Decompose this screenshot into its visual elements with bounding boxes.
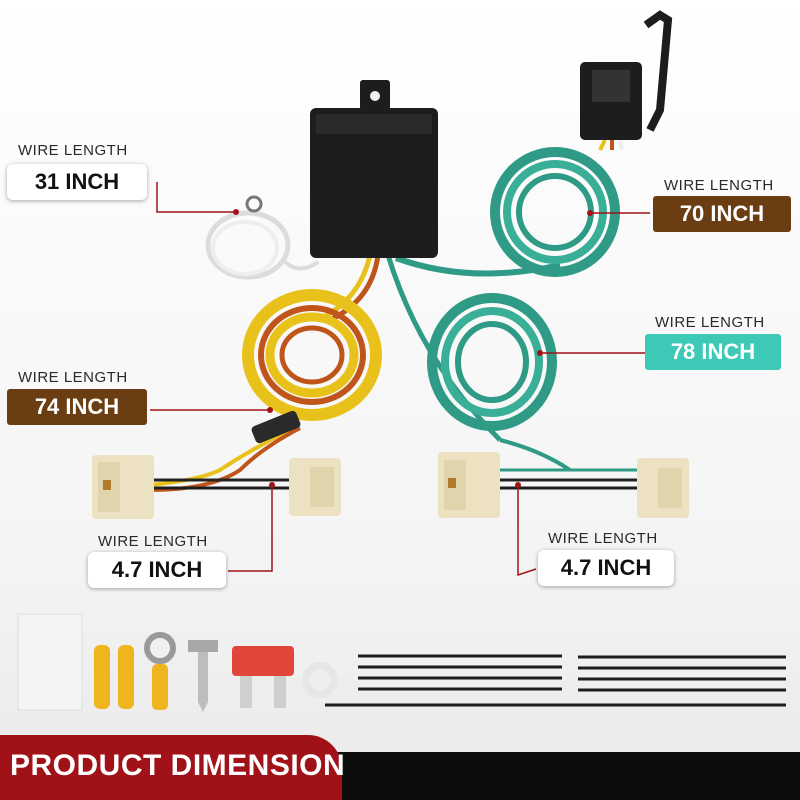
right-vehicle-plug-set (438, 438, 689, 518)
fuse-icon (232, 646, 294, 708)
wire-70-caption: WIRE LENGTH (664, 177, 774, 194)
teal-wire-coil-70 (490, 147, 620, 277)
adhesive-pad-icon (17, 613, 83, 711)
wire-31-value: 31 INCH (7, 164, 147, 200)
cable-tie-icons (325, 654, 786, 707)
wire-4-7-right-caption: WIRE LENGTH (548, 530, 658, 547)
wire-4-7-right-value: 4.7 INCH (538, 550, 674, 586)
leader-dots (233, 209, 593, 488)
footer-title: PRODUCT DIMENSION (10, 749, 346, 782)
ring-terminal-icon (245, 195, 263, 213)
wire-4-7-left-value: 4.7 INCH (88, 552, 226, 588)
accessories (17, 613, 786, 712)
wire-74-value: 74 INCH (7, 389, 147, 425)
leader-lines (150, 182, 650, 577)
control-module (310, 80, 438, 258)
wire-31-caption: WIRE LENGTH (18, 142, 128, 159)
teal-wire-coil-78 (427, 293, 557, 431)
wire-78-value: 78 INCH (645, 334, 781, 370)
wire-78-caption: WIRE LENGTH (655, 314, 765, 331)
self-tapping-screw-icon (188, 640, 218, 712)
footer-banner: PRODUCT DIMENSION (0, 735, 800, 800)
left-vehicle-plug-set (92, 410, 341, 519)
ring-terminal-accessory-icon (144, 632, 176, 710)
butt-connector-icon (94, 645, 134, 709)
wire-70-value: 70 INCH (653, 196, 791, 232)
wire-74-caption: WIRE LENGTH (18, 369, 128, 386)
yellow-wire-coil (242, 289, 382, 421)
white-ground-wire (205, 195, 320, 280)
four-pin-trailer-connector (580, 10, 673, 140)
footer-red-tab (0, 735, 342, 800)
washer-icon (302, 662, 338, 698)
wire-4-7-left-caption: WIRE LENGTH (98, 533, 208, 550)
